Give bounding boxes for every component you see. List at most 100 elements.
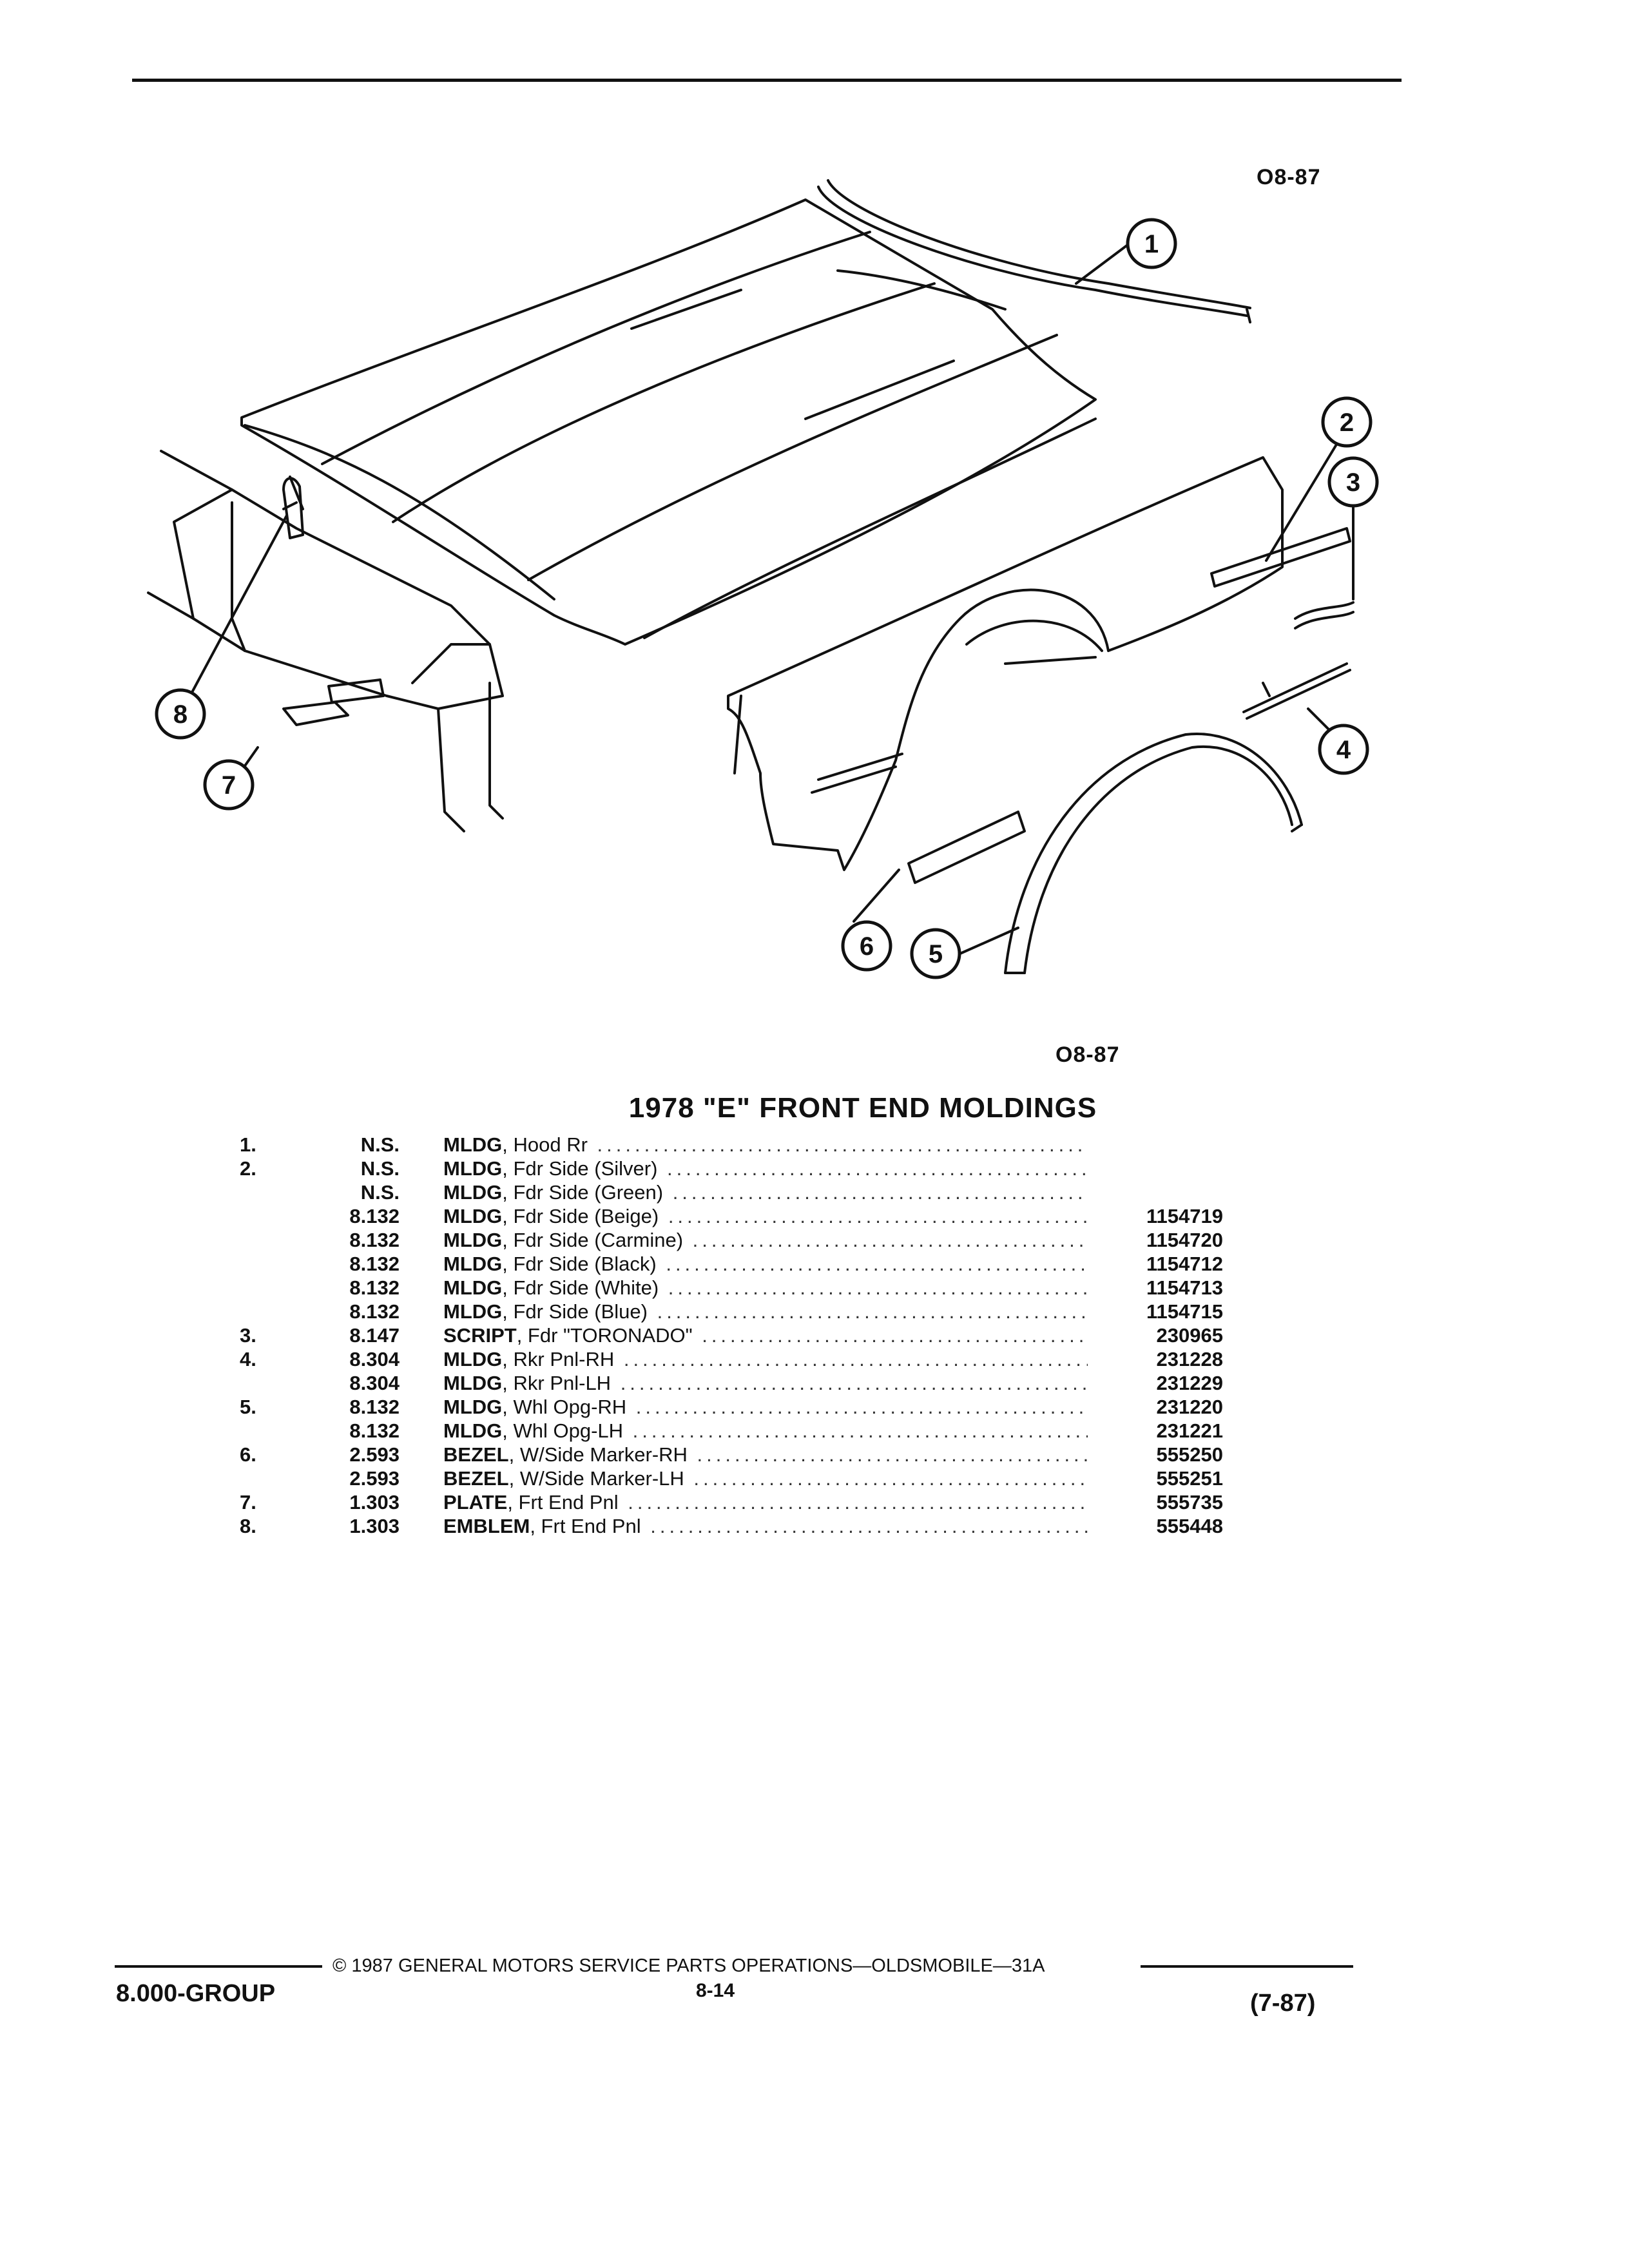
- wheel-opening-molding: [1004, 733, 1303, 974]
- hood-rear-molding: [817, 179, 1251, 323]
- section-title: 1978 "E" FRONT END MOLDINGS: [628, 1092, 1097, 1124]
- parts-row: 4. 8.304 MLDG, Rkr Pnl-RH ................…: [0, 1347, 1629, 1371]
- fender-side-molding: [1210, 527, 1351, 588]
- callout-label-4: 4: [1336, 736, 1351, 764]
- callout-6: [841, 920, 892, 972]
- parts-row: 7. 1.303 PLATE, Frt End Pnl ..............…: [0, 1490, 1629, 1514]
- footer-rule-right: [1141, 1965, 1353, 1968]
- part-number: 231220: [1156, 1396, 1223, 1418]
- parts-row: 1. N.S. MLDG, Hood Rr ....................…: [0, 1133, 1629, 1157]
- item-number: 7.: [240, 1491, 256, 1514]
- part-name: MLDG: [443, 1229, 503, 1251]
- part-name: MLDG: [443, 1133, 503, 1156]
- item-number: 6.: [240, 1443, 256, 1466]
- part-detail: , Fdr Side (Carmine): [502, 1229, 684, 1251]
- group-number: 8.132: [349, 1205, 400, 1227]
- part-number: 231228: [1156, 1348, 1223, 1370]
- part-description: MLDG, Hood Rr ..........................…: [443, 1133, 1088, 1157]
- leader-dots: ........................................…: [666, 1253, 1088, 1275]
- part-name: MLDG: [443, 1396, 503, 1418]
- leader-dots: ........................................…: [697, 1443, 1088, 1466]
- front-panel-illustration: [147, 450, 504, 832]
- part-description: MLDG, Fdr Side (Blue) ..................…: [443, 1300, 1088, 1323]
- part-name: BEZEL: [443, 1467, 509, 1490]
- part-number: 1154712: [1146, 1253, 1223, 1275]
- part-number: 231221: [1156, 1419, 1223, 1442]
- part-number: 555735: [1156, 1491, 1223, 1514]
- group-number: 8.147: [349, 1324, 400, 1347]
- item-number: 4.: [240, 1348, 256, 1370]
- part-detail: , Fdr Side (Silver): [502, 1157, 658, 1180]
- part-name: MLDG: [443, 1419, 503, 1442]
- part-detail: , Fdr Side (Black): [502, 1253, 657, 1275]
- fender-script: [1294, 601, 1354, 629]
- parts-diagram: 1 2 3 4 5 6 7 8: [147, 179, 1379, 979]
- part-description: MLDG, Fdr Side (Silver) ................…: [443, 1157, 1088, 1180]
- leader-dots: ........................................…: [667, 1157, 1088, 1180]
- group-number: 8.304: [349, 1348, 400, 1370]
- callout-4: [1318, 724, 1369, 775]
- side-marker-bezel: [907, 811, 1026, 884]
- leader-dots: ........................................…: [623, 1348, 1088, 1370]
- part-number: 231229: [1156, 1372, 1223, 1394]
- part-name: MLDG: [443, 1157, 503, 1180]
- callout-label-6: 6: [860, 932, 874, 961]
- part-description: MLDG, Whl Opg-LH .......................…: [443, 1419, 1088, 1443]
- footer-revision: (7-87): [1250, 1990, 1316, 2017]
- part-number: 1154715: [1146, 1300, 1223, 1323]
- footer-group: 8.000-GROUP: [116, 1980, 276, 2007]
- part-number: 555250: [1156, 1443, 1223, 1466]
- part-detail: , W/Side Marker-RH: [508, 1443, 688, 1466]
- item-number: 8.: [240, 1515, 256, 1537]
- illustration-code-top: O8-87: [1257, 165, 1321, 189]
- part-name: MLDG: [443, 1348, 503, 1370]
- part-detail: , Fdr "TORONADO": [516, 1324, 693, 1347]
- part-number: 555448: [1156, 1515, 1223, 1537]
- part-description: MLDG, Fdr Side (Carmine) ...............…: [443, 1228, 1088, 1252]
- parts-list: 1. N.S. MLDG, Hood Rr ....................…: [0, 1133, 1629, 1538]
- group-number: 8.132: [349, 1396, 400, 1418]
- leader-dots: ........................................…: [635, 1396, 1088, 1418]
- part-detail: , Rkr Pnl-LH: [502, 1372, 612, 1394]
- part-description: MLDG, Fdr Side (White) .................…: [443, 1276, 1088, 1300]
- part-name: MLDG: [443, 1253, 503, 1275]
- item-number: 1.: [240, 1133, 256, 1156]
- part-detail: , Frt End Pnl: [530, 1515, 641, 1537]
- group-number: 8.304: [349, 1372, 400, 1394]
- part-description: MLDG, Whl Opg-RH .......................…: [443, 1395, 1088, 1419]
- rocker-panel-molding: [1242, 662, 1351, 720]
- parts-row: 8.132 MLDG, Fdr Side (Blue) .............…: [0, 1300, 1629, 1323]
- part-description: BEZEL, W/Side Marker-LH ................…: [443, 1466, 1088, 1490]
- callout-7: [203, 759, 255, 811]
- item-number: 2.: [240, 1157, 256, 1180]
- part-detail: , W/Side Marker-LH: [508, 1467, 684, 1490]
- part-description: PLATE, Frt End Pnl .....................…: [443, 1490, 1088, 1514]
- leader-dots: ........................................…: [672, 1181, 1088, 1204]
- group-number: 8.132: [349, 1300, 400, 1323]
- part-description: EMBLEM, Frt End Pnl ....................…: [443, 1514, 1088, 1538]
- leader-dots: ........................................…: [692, 1229, 1088, 1251]
- footer-page-number: 8-14: [696, 1980, 735, 2001]
- hood-illustration: [240, 198, 1097, 646]
- fender-illustration: [727, 456, 1284, 871]
- callout-3: [1327, 456, 1379, 508]
- part-name: BEZEL: [443, 1443, 509, 1466]
- part-name: SCRIPT: [443, 1324, 517, 1347]
- item-number: 3.: [240, 1324, 256, 1347]
- group-number: 1.303: [349, 1491, 400, 1514]
- callout-label-3: 3: [1346, 468, 1360, 497]
- group-number: N.S.: [360, 1133, 400, 1156]
- callout-label-2: 2: [1340, 408, 1354, 437]
- part-detail: , Rkr Pnl-RH: [502, 1348, 615, 1370]
- part-number: 555251: [1156, 1467, 1223, 1490]
- front-end-plate: [282, 678, 385, 726]
- top-rule: [132, 79, 1402, 82]
